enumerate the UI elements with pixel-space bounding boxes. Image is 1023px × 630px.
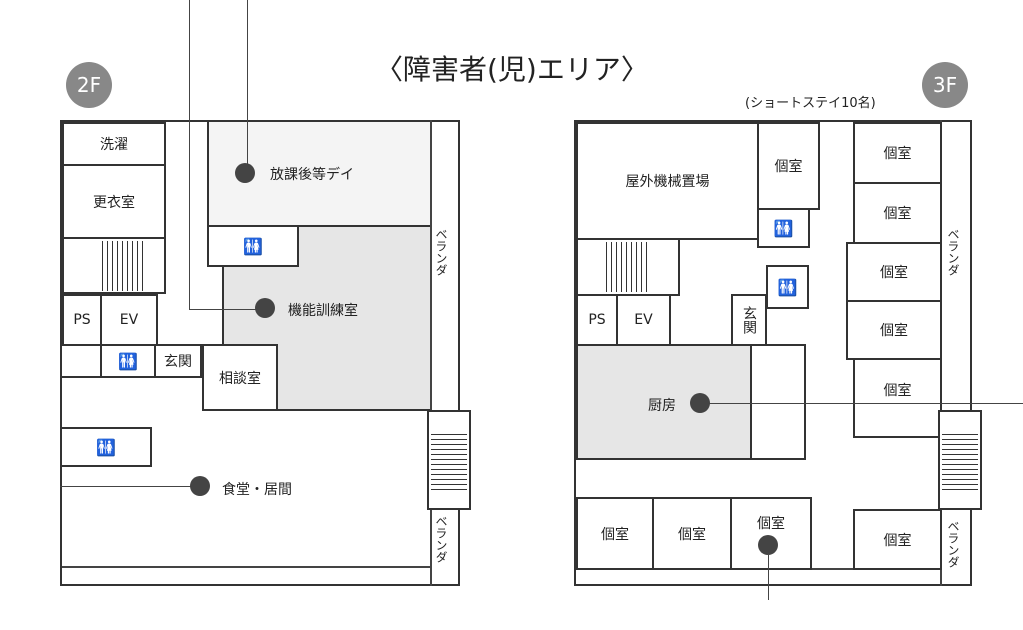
toilet-icon: 🚻 — [207, 225, 299, 267]
stairs — [62, 237, 166, 294]
leader-line — [705, 403, 1023, 404]
room-entrance: 玄関 — [731, 294, 767, 346]
leader-line — [768, 555, 769, 600]
room-laundry: 洗濯 — [62, 122, 166, 166]
room-machine: 屋外機械置場 — [576, 122, 759, 240]
label-dining: 食堂・居間 — [222, 482, 292, 498]
room-ps: PS — [576, 294, 618, 346]
label-veranda: ベランダ — [434, 515, 448, 563]
label-kitchen: 厨房 — [648, 398, 676, 414]
title: 〈障害者(児)エリア〉 — [375, 53, 649, 86]
leader-line — [247, 0, 248, 170]
room-private: 個室 — [846, 300, 942, 360]
marker-dot — [690, 393, 710, 413]
room-private: 個室 — [853, 358, 942, 438]
room-entrance: 玄関 — [154, 344, 202, 378]
marker-dot — [235, 163, 255, 183]
leader-line — [189, 0, 190, 310]
kitchen-annex — [750, 344, 806, 460]
toilet-icon: 🚻 — [757, 208, 810, 248]
room-locker: 更衣室 — [62, 164, 166, 239]
room-ev: EV — [616, 294, 671, 346]
room-private: 個室 — [853, 122, 942, 184]
room-private: 個室 — [853, 509, 942, 570]
toilet-icon: 🚻 — [100, 344, 156, 378]
leader-line — [189, 309, 259, 310]
room-consult: 相談室 — [202, 344, 278, 411]
marker-dot — [758, 535, 778, 555]
room-ps: PS — [62, 294, 102, 346]
floor3-note: (ショートステイ10名) — [745, 96, 876, 111]
room-private: 個室 — [757, 122, 820, 210]
wall — [62, 566, 430, 568]
badge-3f: 3F — [922, 62, 968, 108]
marker-dot — [255, 298, 275, 318]
leader-line — [60, 486, 200, 487]
room-private: 個室 — [730, 497, 812, 570]
room-private: 個室 — [652, 497, 732, 570]
marker-dot — [190, 476, 210, 496]
floor3-outline — [574, 120, 972, 586]
stairs-icon — [942, 430, 978, 490]
stairs-icon — [431, 430, 467, 490]
room-private: 個室 — [576, 497, 654, 570]
stairs — [576, 238, 680, 296]
stairs — [938, 410, 982, 510]
stairs-icon — [102, 240, 146, 291]
room-private: 個室 — [853, 182, 942, 244]
badge-2f: 2F — [66, 62, 112, 108]
room-ev: EV — [100, 294, 158, 346]
room-kitchen — [576, 344, 752, 460]
toilet-icon: 🚻 — [60, 427, 152, 467]
wall — [430, 120, 432, 586]
room-private: 個室 — [846, 242, 942, 302]
label-veranda: ベランダ — [434, 228, 448, 276]
stairs-icon — [606, 242, 650, 292]
stairs — [427, 410, 471, 510]
label-veranda: ベランダ — [946, 520, 960, 568]
label-training: 機能訓練室 — [288, 303, 358, 319]
toilet-icon: 🚻 — [766, 265, 809, 309]
label-afterschool: 放課後等デイ — [270, 167, 354, 183]
label-veranda: ベランダ — [946, 228, 960, 276]
